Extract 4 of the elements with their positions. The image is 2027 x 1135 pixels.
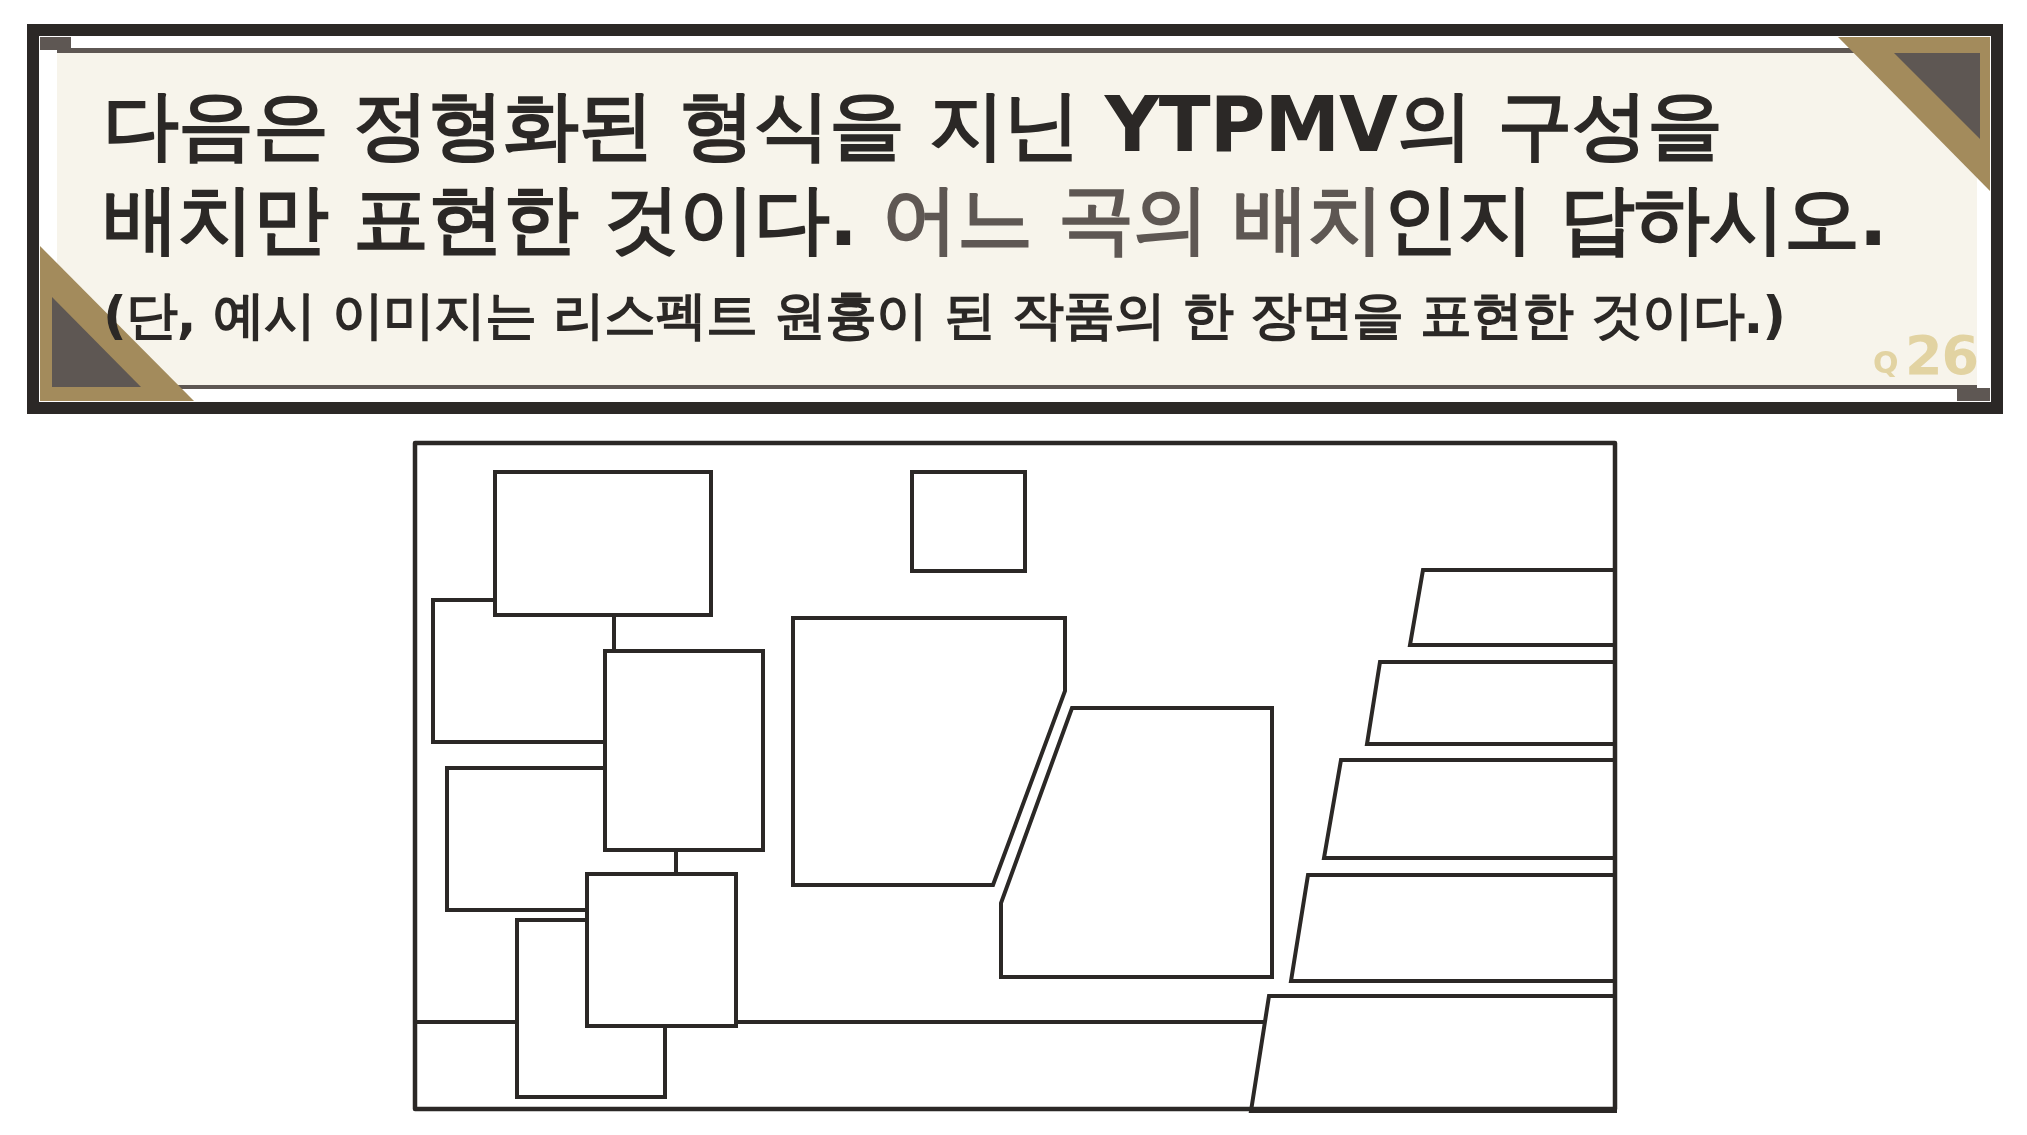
question-prefix: Q: [1873, 346, 1899, 380]
question-title: 다음은 정형화된 형식을 지닌 YTPMV의 구성을 배치만 표현한 것이다. 어느 곡의 배치인지 답하시오.: [103, 79, 1888, 265]
note-text: (단, 예시 이미지는 리스펙트 원흉이 된 작품의 한 장면을 표현한 것이다.): [103, 286, 1786, 344]
question-number: 26: [1905, 328, 1979, 384]
